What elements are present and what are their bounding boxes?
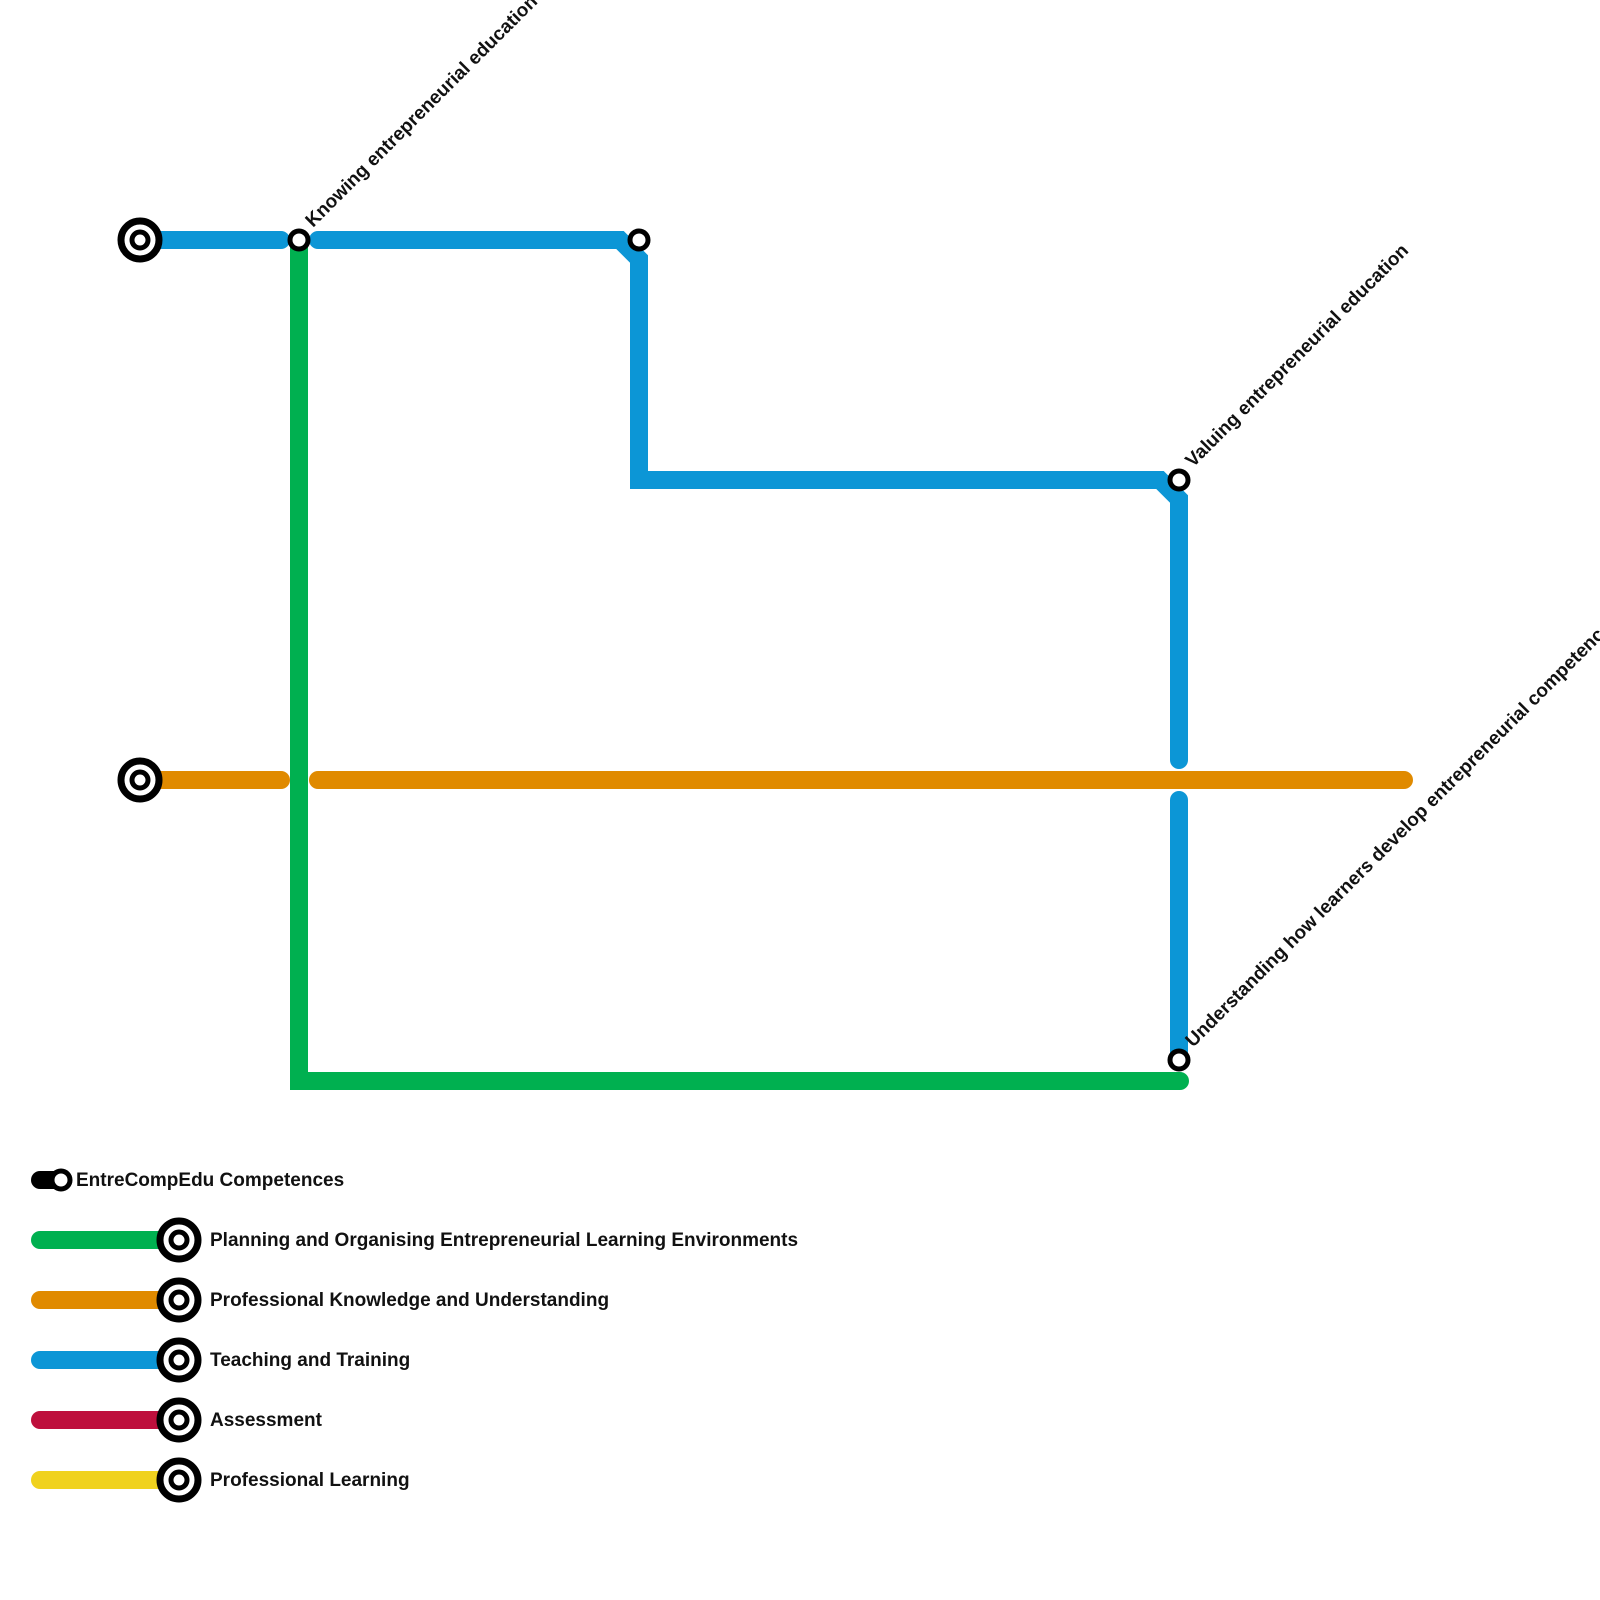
legend-terminus-icon: [156, 1217, 202, 1263]
station-valuing[interactable]: [1167, 468, 1191, 492]
station-knowing[interactable]: [287, 228, 311, 252]
station-understanding[interactable]: [1167, 1048, 1191, 1072]
legend-label-competences: EntreCompEdu Competences: [76, 1170, 344, 1191]
station-label-understanding: Understanding how learners develop entre…: [1182, 610, 1600, 1052]
legend-item-green: Planning and Organising Entrepreneurial …: [31, 1217, 798, 1263]
station-label-valuing: Valuing entrepreneurial education: [1182, 240, 1413, 471]
green-line-route: [290, 231, 1189, 1090]
legend-label-assessment: Assessment: [210, 1410, 323, 1431]
legend-terminus-icon: [156, 1397, 202, 1443]
terminus-station-orange[interactable]: [117, 757, 163, 803]
terminus-station-blue[interactable]: [117, 217, 163, 263]
legend: EntreCompEdu Competences Planning and Or…: [31, 1168, 798, 1503]
legend-terminus-icon: [156, 1337, 202, 1383]
blue-line-segment-main: [309, 231, 1188, 769]
legend-label-planning: Planning and Organising Entrepreneurial …: [210, 1230, 798, 1251]
legend-item-red: Assessment: [31, 1397, 323, 1443]
station-label-knowing: Knowing entrepreneurial education: [302, 0, 542, 232]
legend-label-teaching: Teaching and Training: [210, 1350, 410, 1371]
legend-item-yellow: Professional Learning: [31, 1457, 410, 1503]
legend-item-station: EntreCompEdu Competences: [31, 1168, 344, 1192]
legend-terminus-icon: [156, 1277, 202, 1323]
legend-item-blue: Teaching and Training: [31, 1337, 410, 1383]
legend-station-icon: [49, 1168, 73, 1192]
legend-terminus-icon: [156, 1457, 202, 1503]
legend-item-orange: Professional Knowledge and Understanding: [31, 1277, 609, 1323]
legend-label-knowledge: Professional Knowledge and Understanding: [210, 1290, 609, 1311]
legend-label-professional-learning: Professional Learning: [210, 1470, 410, 1491]
station-unnamed[interactable]: [627, 228, 651, 252]
